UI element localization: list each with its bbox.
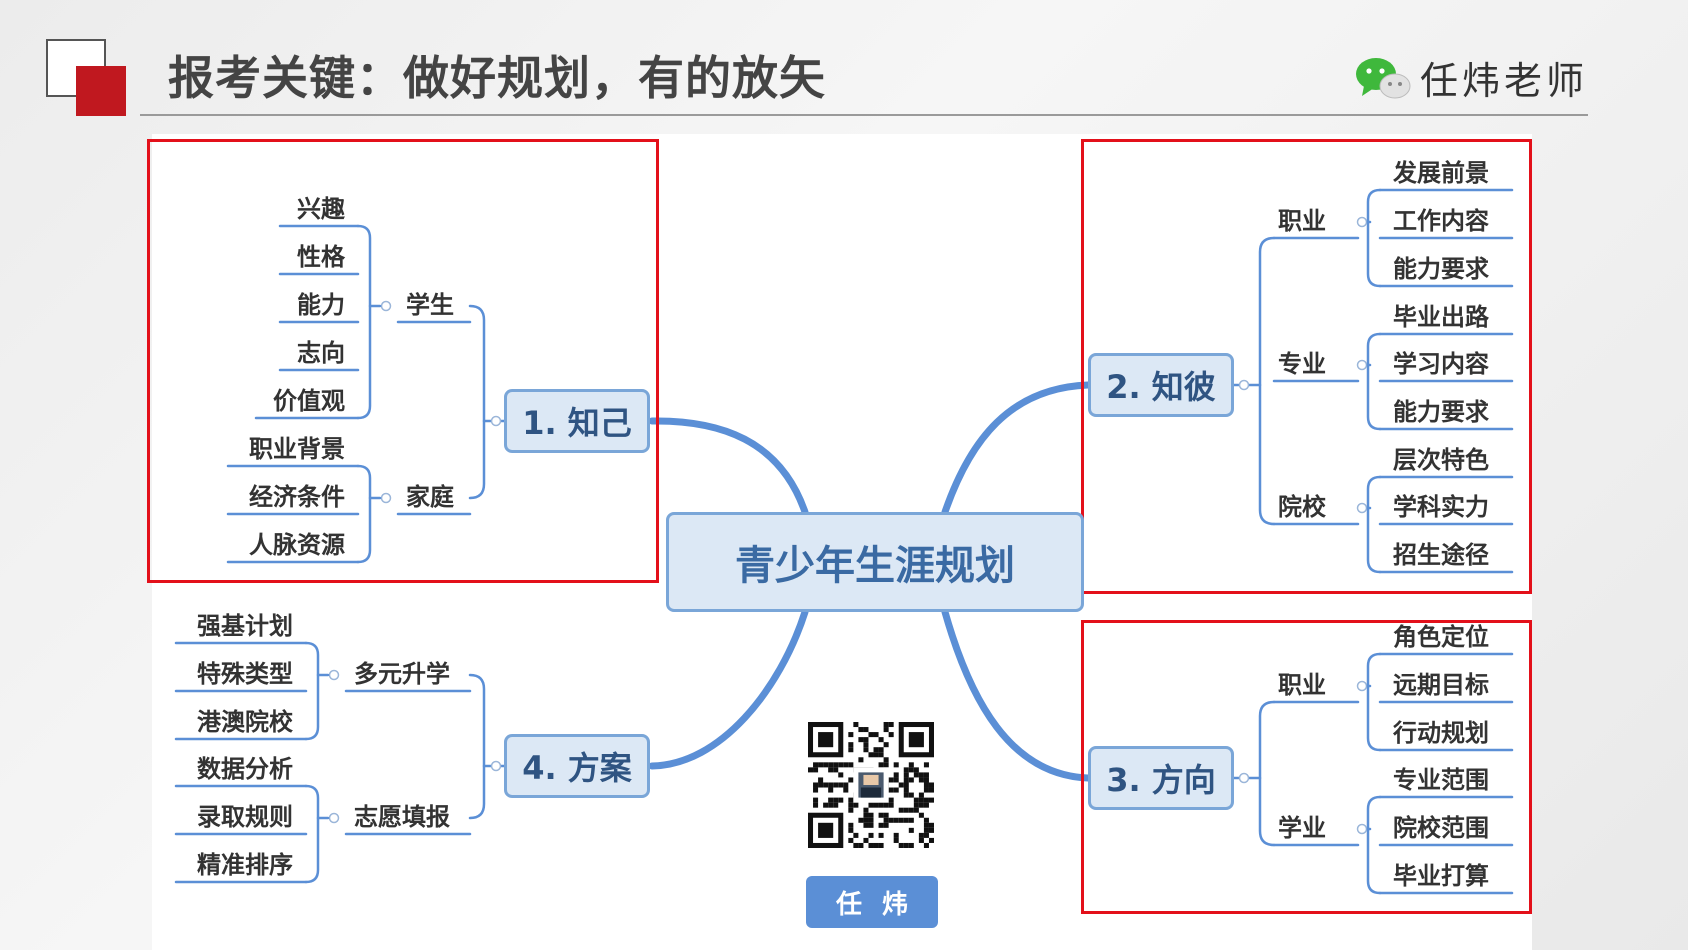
b2-leaf: 工作内容 [1393,207,1489,235]
highlight-box-fangxiang [1081,620,1532,914]
branch-fangxiang: 3. 方向 [1088,746,1234,810]
page-title: 报考关键：做好规划，有的放矢 [168,51,826,105]
b4-leaf: 强基计划 [197,612,293,640]
b4-leaf: 数据分析 [197,755,293,783]
b3-leaf: 院校范围 [1393,814,1489,842]
b4-group-spine [468,673,486,820]
b2-group-label: 院校 [1278,493,1326,521]
b2-leaf: 能力要求 [1393,398,1489,426]
b1-group-1-leaf-spine [356,464,372,564]
b3-group-1-collapse-dot [1356,823,1368,835]
b1-group-label: 家庭 [406,483,454,511]
qr-code [808,722,934,848]
b3-group-spine [1258,700,1276,847]
b1-leaf: 经济条件 [249,483,345,511]
b2-leaf: 发展前景 [1393,159,1489,187]
b2-group-1-collapse-dot [1356,359,1368,371]
b2-group-label: 职业 [1278,207,1326,235]
connector-center-zhiji [648,417,809,516]
b4-group-label: 志愿填报 [354,803,450,831]
b2-group-0-collapse-dot [1356,216,1368,228]
connector-center-fangan [648,608,809,770]
branch-zhiji: 1. 知己 [504,389,650,453]
highlight-box-zhibi [1081,139,1532,594]
center-topic: 青少年生涯规划 [666,512,1084,612]
b1-group-label: 学生 [406,291,454,319]
b1-leaf: 能力 [297,291,345,319]
b1-leaf: 性格 [297,243,345,271]
title-divider [140,114,1588,116]
connector-center-zhibi [941,381,1092,516]
wechat-icon [1356,58,1411,99]
b1-group-0-collapse-dot [380,300,392,312]
b3-leaf: 角色定位 [1393,623,1489,651]
qr-name-badge: 任炜 [806,876,938,928]
b1-leaf: 人脉资源 [249,531,345,559]
b3-leaf: 毕业打算 [1393,862,1489,890]
b3-leaf: 行动规划 [1393,719,1489,747]
b4-group-1-collapse-dot [328,812,340,824]
author-name: 任炜老师 [1420,59,1589,103]
b2-leaf: 层次特色 [1393,446,1489,474]
b1-collapse-dot [490,415,502,427]
b2-leaf: 学科实力 [1393,493,1489,521]
b4-group-label: 多元升学 [354,660,450,688]
b1-group-0-leaf-spine [356,224,372,420]
b2-group-1-leaf-spine [1366,332,1382,431]
b1-group-1-collapse-dot [380,492,392,504]
b1-group-spine [468,304,486,500]
b1-leaf: 职业背景 [249,435,345,463]
b4-group-1-leaf-spine [304,784,320,884]
title-mark-red-square [76,66,126,116]
b3-collapse-dot [1238,772,1250,784]
b4-collapse-dot [490,760,502,772]
connector-center-fangxiang [941,608,1092,782]
b3-leaf: 专业范围 [1393,766,1489,794]
b2-leaf: 能力要求 [1393,255,1489,283]
b4-leaf: 港澳院校 [197,708,293,736]
branch-fangan: 4. 方案 [504,734,650,798]
b3-group-label: 学业 [1278,814,1326,842]
b4-group-0-leaf-spine [304,641,320,741]
b2-leaf: 招生途径 [1393,541,1489,569]
b3-group-1-leaf-spine [1366,795,1382,895]
b2-leaf: 毕业出路 [1393,303,1489,331]
b2-collapse-dot [1238,379,1250,391]
b2-leaf: 学习内容 [1393,350,1489,378]
b3-group-label: 职业 [1278,671,1326,699]
b3-leaf: 远期目标 [1393,671,1489,699]
b4-group-0-collapse-dot [328,669,340,681]
b3-group-0-leaf-spine [1366,652,1382,752]
b4-leaf: 录取规则 [197,803,293,831]
b4-leaf: 精准排序 [197,851,293,879]
branch-zhibi: 2. 知彼 [1088,353,1234,417]
b1-leaf: 兴趣 [297,195,345,223]
b1-leaf: 价值观 [273,387,345,415]
b4-leaf: 特殊类型 [197,660,293,688]
b2-group-label: 专业 [1278,350,1326,378]
b2-group-spine [1258,236,1276,526]
b2-group-0-leaf-spine [1366,188,1382,288]
b2-group-2-collapse-dot [1356,502,1368,514]
b1-leaf: 志向 [297,339,345,367]
highlight-box-zhiji [147,139,659,583]
b2-group-2-leaf-spine [1366,475,1382,574]
b3-group-0-collapse-dot [1356,680,1368,692]
